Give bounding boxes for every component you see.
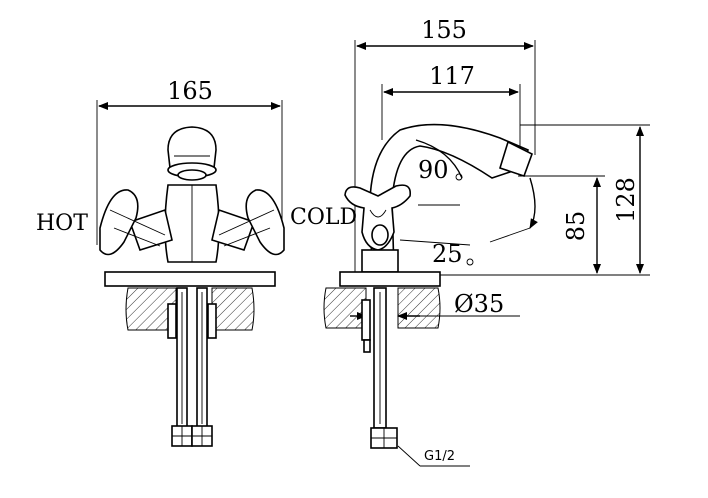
front-supply-pipes: [167, 287, 217, 447]
dimension-spout-reach: 117: [381, 62, 521, 150]
dim-label-155: 155: [421, 16, 467, 44]
thread-callout: G1/2: [397, 445, 470, 467]
side-view: 155 117 128 85: [323, 16, 650, 467]
side-base-plate: [339, 271, 441, 287]
dim-label-128: 128: [612, 177, 640, 223]
dimension-front-width: 165: [96, 77, 283, 245]
dimension-spout-height: 85: [518, 175, 605, 274]
dim-label-90: 90: [418, 156, 449, 184]
angle-swivel: 90: [415, 139, 538, 243]
front-spout: [167, 126, 217, 181]
cold-handle: [211, 189, 285, 256]
dim-label-diameter: Ø35: [454, 290, 504, 318]
side-spout: [369, 123, 533, 273]
thread-label: G1/2: [424, 449, 455, 464]
dim-label-85: 85: [562, 211, 590, 242]
hot-label: HOT: [36, 211, 88, 236]
dim-label-117: 117: [429, 62, 475, 90]
front-view: 165 HOT COLD: [36, 77, 357, 447]
dimension-total-reach: 155: [354, 16, 536, 272]
dim-label-25: 25: [432, 240, 463, 268]
side-handle: [344, 184, 412, 273]
angle-handle: 25: [399, 239, 474, 268]
side-countertop-section: [323, 287, 441, 329]
side-supply-pipe: [361, 287, 398, 449]
hot-handle: [99, 189, 173, 256]
dimension-total-height: 128: [440, 124, 650, 276]
cold-label: COLD: [290, 205, 357, 230]
front-base-plate: [104, 271, 276, 287]
front-countertop-section: [125, 287, 255, 331]
dim-label-165: 165: [167, 77, 213, 105]
